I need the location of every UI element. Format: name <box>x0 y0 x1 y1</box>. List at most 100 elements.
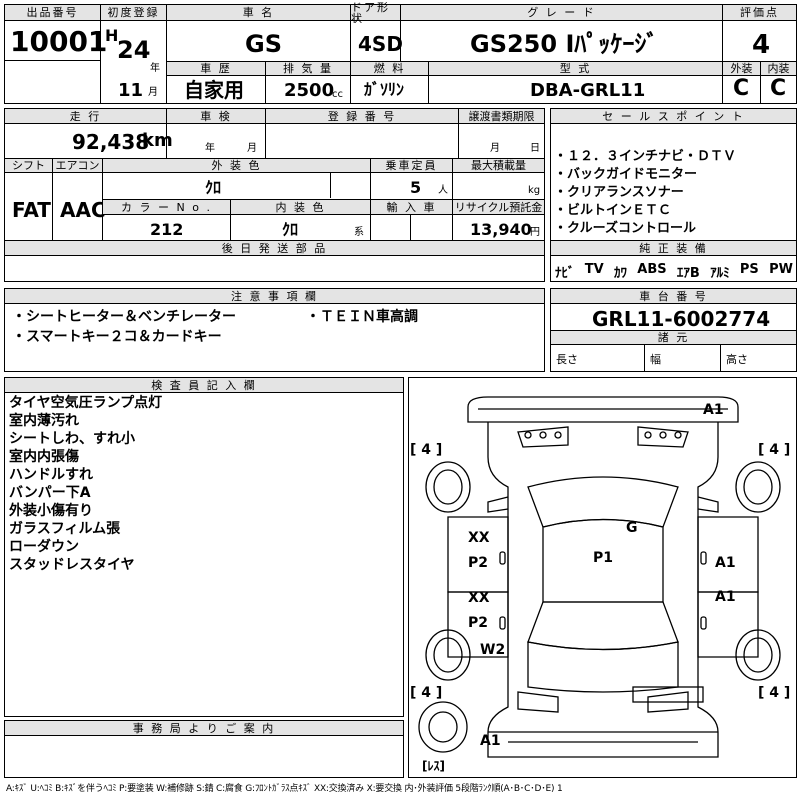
inspector-item: ガラスフィルム張 <box>9 521 121 537</box>
sales-item: ・クリアランスソナー <box>554 185 684 200</box>
fuel-label: 燃 料 <box>351 62 428 76</box>
inspector-notes: タイヤ空気圧ランプ点灯 室内薄汚れ シートしわ、すれ小 室内内張傷 ハンドルすれ… <box>9 394 162 574</box>
sales-item: ・ビルトインＥＴＣ <box>554 203 672 218</box>
mark-roof: G <box>626 520 638 536</box>
load-label: 最大積載量 <box>453 159 544 173</box>
car-diagram-box <box>408 377 797 778</box>
inspect-year: 年 <box>205 143 215 154</box>
intcolor-unit: 系 <box>354 227 364 238</box>
capacity-unit: 人 <box>438 185 448 196</box>
equip-item: TV <box>584 262 604 277</box>
reg-year: 24 <box>117 36 151 64</box>
score-label: 評価点 <box>723 5 796 21</box>
dim-length-label: 長さ <box>556 353 578 366</box>
mark-left-front-door: XX <box>468 530 490 546</box>
inspector-item: スタッドレスタイヤ <box>9 557 135 573</box>
year-unit: 年 <box>150 63 160 74</box>
equip-item: PW <box>769 262 793 277</box>
inspector-item: 外装小傷有り <box>9 503 93 519</box>
displacement: 2500 <box>284 80 335 101</box>
name-label: 車 名 <box>167 5 350 21</box>
tread-front-right: [ 4 ] <box>758 442 790 458</box>
mark-center: P1 <box>593 550 613 566</box>
later-parts-label: 後 日 発 送 部 品 <box>5 241 544 256</box>
color: ｸﾛ <box>205 178 222 197</box>
intcolor-label: 内 装 色 <box>231 200 370 215</box>
mark-rear-left: A1 <box>480 733 501 749</box>
equip-item: ｴｱB <box>676 266 700 281</box>
recycle-unit: 円 <box>530 227 540 238</box>
mark-front-right: A1 <box>703 402 724 418</box>
recycle-fee: 13,940 <box>470 220 532 239</box>
sales-box <box>550 108 797 282</box>
lot-number: 10001 <box>10 25 108 58</box>
shift-label: シフト <box>5 159 52 173</box>
mark-right-front-door: A1 <box>715 555 736 571</box>
color-label: 外 装 色 <box>103 159 370 173</box>
reg-month: 11 <box>118 80 144 101</box>
ext-grade: C <box>733 76 750 101</box>
mark-right-rear-door: A1 <box>715 589 736 605</box>
notes-box <box>4 288 545 372</box>
mark-left-front-door-paint: P2 <box>468 555 488 571</box>
sales-item: ・バックガイドモニター <box>554 167 698 182</box>
dims-label: 諸 元 <box>551 331 796 345</box>
inspect-label: 車 検 <box>167 109 265 124</box>
interior-color: ｸﾛ <box>282 220 299 239</box>
recycle-label: リサイクル預託金 <box>453 200 544 215</box>
inspector-label: 検 査 員 記 入 欄 <box>5 378 403 393</box>
inspector-item: 室内内張傷 <box>9 449 79 465</box>
model-label: 型 式 <box>429 62 722 76</box>
chassis-number: GRL11-6002774 <box>592 307 771 331</box>
door-label: ドア形状 <box>351 2 400 24</box>
inspector-box <box>4 377 404 717</box>
transfer-month: 月 <box>490 143 500 154</box>
dim-height-label: 高さ <box>726 353 748 366</box>
fuel: ｶﾞｿﾘﾝ <box>364 80 405 99</box>
model-code: DBA-GRL11 <box>530 80 646 101</box>
disp-label: 排 気 量 <box>266 62 350 76</box>
equip-item: ｱﾙﾐ <box>710 266 730 281</box>
equipment-list: ﾅﾋﾞ TV ｶﾜ ABS ｴｱB ｱﾙﾐ PS PW <box>555 262 793 281</box>
dim-width-label: 幅 <box>650 353 661 366</box>
int-grade: C <box>770 76 787 101</box>
legend: A:ｷｽﾞ U:ﾍｺﾐ B:ｷｽﾞを伴うﾍｺﾐ P:要塗装 W:補修跡 S:錆 … <box>6 784 563 794</box>
equip-item: PS <box>739 262 759 277</box>
mark-left-rear-door: XX <box>468 590 490 606</box>
notes-label: 注 意 事 項 欄 <box>5 289 544 304</box>
tread-front-left: [ 4 ] <box>410 442 442 458</box>
shift: FAT <box>12 198 51 222</box>
capacity: 5 <box>410 178 422 197</box>
tread-rear-right: [ 4 ] <box>758 685 790 701</box>
office-box <box>4 720 404 778</box>
ext-label: 外装 <box>723 62 760 76</box>
chassis-label: 車 台 番 号 <box>551 289 796 304</box>
grade: GS250 Iﾊﾟｯｹｰｼﾞ <box>470 30 659 58</box>
equip-label: 純 正 装 備 <box>551 241 796 256</box>
door-type: 4SD <box>358 32 403 56</box>
import-label: 輸 入 車 <box>371 200 452 215</box>
reg-label: 初度登録 <box>101 5 166 21</box>
plate-label: 登 録 番 号 <box>266 109 458 124</box>
aircon: AAC <box>60 198 106 222</box>
load-unit: kg <box>528 185 541 196</box>
disp-unit: cc <box>332 89 343 100</box>
mileage: 92,438 <box>72 130 150 154</box>
inspect-month: 月 <box>247 143 257 154</box>
spare-tyre-label: [ﾚｽ] <box>422 759 445 773</box>
office-label: 事 務 局 よ り ご 案 内 <box>5 721 403 736</box>
inspector-item: ローダウン <box>9 539 79 555</box>
notes-line: ・シートヒーター＆ベンチレーター <box>12 309 236 325</box>
era: H <box>105 26 119 45</box>
color-number: 212 <box>150 220 184 239</box>
equip-item: ﾅﾋﾞ <box>555 266 575 281</box>
notes-line: ・ＴＥＩＮ車高調 <box>306 309 418 325</box>
car-name: GS <box>245 30 282 58</box>
equip-item: ｶﾜ <box>614 266 627 281</box>
history-label: 車 歴 <box>167 62 265 76</box>
sales-label: セ ー ル ス ポ イ ン ト <box>551 109 796 124</box>
transfer-label: 譲渡書類期限 <box>459 109 544 124</box>
month-unit: 月 <box>148 87 158 98</box>
tread-rear-left: [ 4 ] <box>410 685 442 701</box>
lot-label: 出品番号 <box>5 5 100 21</box>
